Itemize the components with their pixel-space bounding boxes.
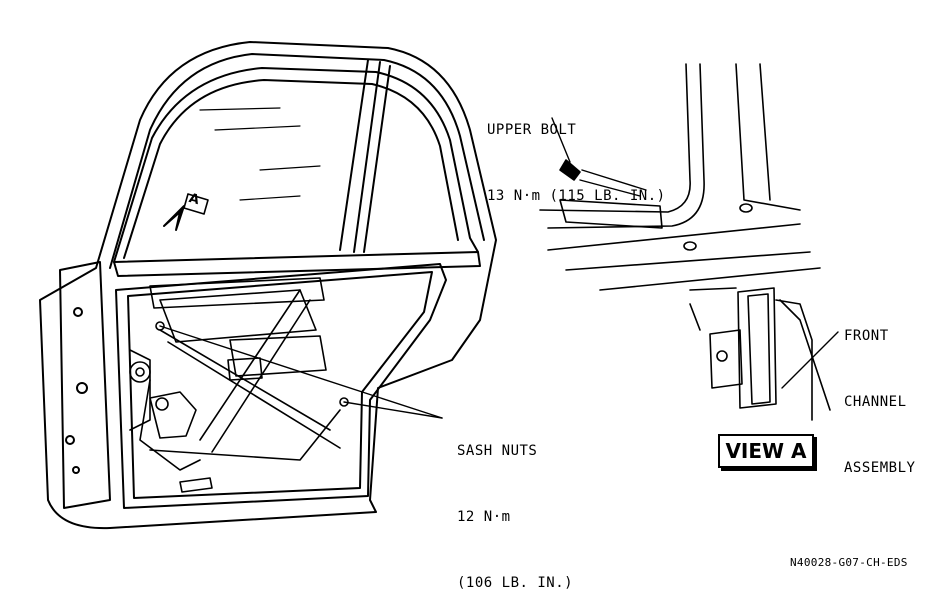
label-leaders (551, 117, 839, 389)
sash-nuts-torque-metric: 12 N·m (457, 509, 511, 525)
door-window (113, 59, 481, 277)
sash-nuts-title: SASH NUTS (457, 443, 538, 459)
upper-bolt-torque: 13 N·m (115 LB. IN.) (487, 188, 666, 204)
front-channel-line-1: FRONT (844, 328, 889, 344)
drawing-code: N40028-G07-CH-EDS (790, 556, 908, 569)
sash-nuts-leaders (159, 325, 443, 419)
front-channel-line-3: ASSEMBLY (844, 460, 916, 476)
window-regulator (129, 277, 349, 493)
sash-nuts-label: SASH NUTS 12 N·m (106 LB. IN.) (457, 396, 573, 616)
upper-bolt-title: UPPER BOLT (487, 122, 577, 138)
front-channel-label: FRONT CHANNEL ASSEMBLY (844, 281, 915, 501)
door-outer-shell (39, 41, 497, 530)
door-illustration (39, 41, 839, 530)
sash-nuts-torque-imperial: (106 LB. IN.) (457, 575, 574, 591)
upper-bolt-label: UPPER BOLT 13 N·m (115 LB. IN.) (487, 75, 666, 229)
front-channel-line-2: CHANNEL (844, 394, 907, 410)
view-a-detail (539, 63, 831, 421)
view-a-marker (163, 193, 209, 231)
view-a-title: VIEW A (718, 434, 814, 468)
